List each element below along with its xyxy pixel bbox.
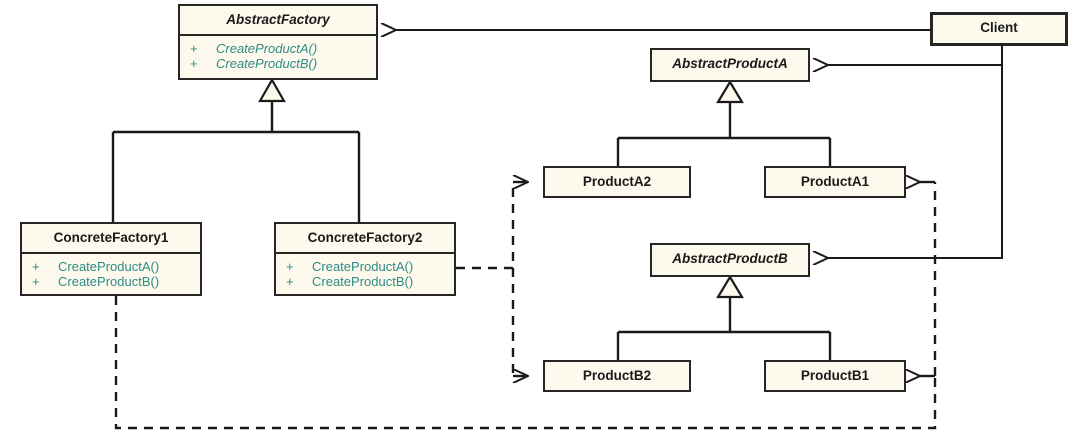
edge-client-abstractproductb (828, 65, 1003, 258)
operation-signature: CreateProductB() (312, 273, 414, 289)
operation-signature: CreateProductB() (216, 55, 318, 71)
compartment-divider (276, 251, 454, 254)
edge-generalization-abstractfactory (111, 77, 361, 222)
operation-row: + CreateProductB() (182, 56, 374, 71)
operation-signature: CreateProductA() (58, 258, 160, 274)
operation-row: + CreateProductA() (278, 259, 452, 274)
class-name-concretefactory2: ConcreteFactory2 (307, 230, 423, 245)
operation-row: + CreateProductA() (182, 41, 374, 56)
operations-compartment: + CreateProductA() + CreateProductB() (276, 254, 454, 295)
visibility-marker: + (32, 273, 40, 289)
visibility-marker: + (32, 258, 40, 274)
class-box-concretefactory1[interactable]: ConcreteFactory1 + CreateProductA() + Crea… (20, 222, 202, 296)
class-box-abstractproductb[interactable]: AbstractProductB (650, 243, 810, 277)
visibility-marker: + (190, 40, 198, 56)
edge-dependency-concretefactory1 (114, 182, 937, 430)
edge-generalization-abstractproductb (616, 274, 832, 360)
class-box-client[interactable]: Client (930, 12, 1068, 46)
class-box-producta1[interactable]: ProductA1 (764, 166, 906, 198)
operation-row: + CreateProductA() (24, 259, 198, 274)
operation-signature: CreateProductB() (58, 273, 160, 289)
class-name-abstractproducta: AbstractProductA (672, 56, 788, 71)
compartment-divider (180, 33, 376, 36)
operation-row: + CreateProductB() (24, 274, 198, 289)
hollow-triangle-icon (716, 274, 744, 299)
operation-signature: CreateProductA() (312, 258, 414, 274)
edge-generalization-abstractproducta (616, 79, 832, 166)
operation-row: + CreateProductB() (278, 274, 452, 289)
class-name-productb2: ProductB2 (582, 368, 652, 383)
visibility-marker: + (190, 55, 198, 71)
class-name-client: Client (980, 20, 1018, 35)
hollow-triangle-icon (716, 79, 744, 104)
class-box-abstractproducta[interactable]: AbstractProductA (650, 48, 810, 82)
edge-dependency-concretefactory2 (456, 182, 528, 376)
operation-signature: CreateProductA() (216, 40, 318, 56)
class-box-concretefactory2[interactable]: ConcreteFactory2 + CreateProductA() + Crea… (274, 222, 456, 296)
operations-compartment: + CreateProductA() + CreateProductB() (22, 254, 200, 295)
edge-client-abstractproducta (828, 46, 1003, 65)
class-box-productb2[interactable]: ProductB2 (543, 360, 691, 392)
class-name-abstractfactory: AbstractFactory (226, 12, 330, 27)
class-box-producta2[interactable]: ProductA2 (543, 166, 691, 198)
class-name-abstractproductb: AbstractProductB (672, 251, 788, 266)
visibility-marker: + (286, 273, 294, 289)
visibility-marker: + (286, 258, 294, 274)
class-name-producta1: ProductA1 (800, 174, 870, 189)
operations-compartment: + CreateProductA() + CreateProductB() (180, 36, 376, 77)
class-name-producta2: ProductA2 (582, 174, 652, 189)
class-name-productb1: ProductB1 (800, 368, 870, 383)
class-name-concretefactory1: ConcreteFactory1 (53, 230, 169, 245)
hollow-triangle-icon (258, 77, 286, 103)
compartment-divider (22, 251, 200, 254)
class-box-productb1[interactable]: ProductB1 (764, 360, 906, 392)
class-box-abstractfactory[interactable]: AbstractFactory + CreateProductA() + Creat… (178, 4, 378, 80)
